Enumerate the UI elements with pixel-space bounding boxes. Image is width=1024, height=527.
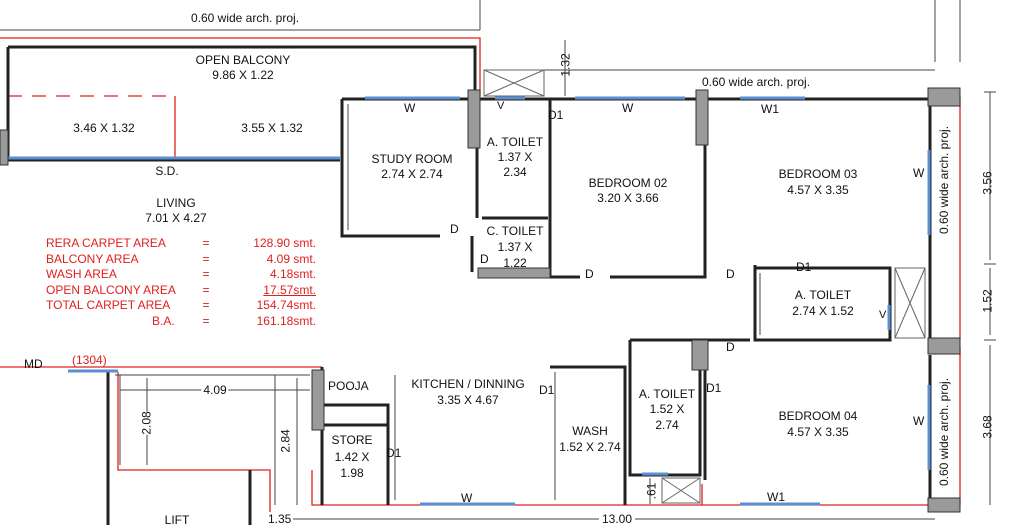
dim-13-00: 13.00 [598, 512, 636, 526]
dim-3-68: 3.68 [980, 415, 995, 439]
mark-w: W [913, 166, 925, 180]
sliding-door-label: S.D. [155, 164, 179, 178]
rera-label: RERA CARPET AREA [46, 236, 166, 250]
mark-w1: W1 [767, 490, 785, 504]
total-carpet-label: TOTAL CARPET AREA [46, 298, 171, 312]
store-size1: 1.42 X [334, 450, 370, 464]
toilet1-size1: 1.37 X [497, 150, 533, 164]
eq: = [202, 298, 210, 312]
ctoilet-size2: 1.22 [503, 256, 527, 270]
open-balcony-area-value: 17.57smt. [263, 282, 316, 297]
dim-3-56: 3.56 [980, 171, 995, 195]
mark-d: D [585, 267, 594, 281]
living-name: LIVING [156, 196, 196, 210]
dim-1-32: 1.32 [558, 53, 573, 77]
mark-d1: D1 [539, 383, 555, 397]
living-size: 7.01 X 4.27 [145, 211, 207, 225]
bedroom03-name: BEDROOM 03 [778, 167, 858, 181]
bedroom04-name: BEDROOM 04 [778, 409, 858, 423]
pooja-name: POOJA [328, 379, 369, 393]
wash-area-label: WASH AREA [46, 267, 117, 281]
mark-d: D [480, 252, 489, 266]
mark-d1: D1 [548, 108, 564, 122]
mark-w1: W1 [761, 102, 779, 116]
toilet3-name: A. TOILET [638, 387, 696, 401]
balcony-area-label: BALCONY AREA [46, 251, 139, 266]
balcony-left-size: 3.46 X 1.32 [73, 121, 135, 135]
red-boundary [0, 37, 961, 525]
mark-d: D [726, 267, 735, 281]
toilet3-size2: 2.74 [655, 418, 679, 432]
mark-d1: D1 [386, 446, 402, 460]
balcony-right-size: 3.55 X 1.32 [241, 121, 303, 135]
rera-value: 128.90 smt. [253, 236, 316, 250]
dim-2-84: 2.84 [278, 429, 293, 453]
toilet1-name: A. TOILET [486, 135, 544, 149]
mark-v: V [497, 100, 505, 112]
store-name: STORE [331, 433, 373, 447]
study-size: 2.74 X 2.74 [381, 167, 443, 181]
dim-4-09: 4.09 [201, 383, 229, 397]
ducts [483, 69, 926, 504]
lift-name: LIFT [164, 513, 190, 527]
area-summary: RERA CARPET AREA = 128.90 smt. BALCONY ARE… [46, 236, 316, 329]
bedroom03-size: 4.57 X 3.35 [787, 183, 849, 197]
wash-area-value: 4.18smt. [269, 267, 316, 281]
mark-md: MD [24, 357, 43, 371]
ba-value: 161.18smt. [256, 313, 316, 328]
mark-w: W [461, 491, 473, 505]
mark-d1: D1 [706, 381, 722, 395]
proj-label-right-lower: 0.60 wide arch. proj. [937, 377, 952, 487]
eq: = [202, 236, 210, 250]
mark-w: W [622, 101, 634, 115]
eq: = [202, 282, 210, 297]
mark-v: V [879, 309, 887, 321]
eq: = [202, 251, 210, 266]
toilet2-name: A. TOILET [794, 288, 852, 302]
ctoilet-size1: 1.37 X [497, 240, 533, 254]
wash-size: 1.52 X 2.74 [559, 440, 621, 454]
proj-label-top: 0.60 wide arch. proj. [190, 11, 300, 25]
open-balcony-area-label: OPEN BALCONY AREA [46, 282, 176, 297]
balcony-area-value: 4.09 smt. [266, 251, 316, 266]
study-name: STUDY ROOM [371, 152, 453, 166]
dim-1-52: 1.52 [980, 289, 995, 313]
eq: = [202, 313, 210, 328]
mark-d: D [726, 340, 735, 354]
store-size2: 1.98 [340, 466, 364, 480]
bedroom02-size: 3.20 X 3.66 [597, 191, 659, 205]
bedroom02-name: BEDROOM 02 [588, 176, 668, 190]
columns [0, 87, 961, 513]
mark-d1: D1 [796, 260, 812, 274]
wash-name: WASH [572, 424, 608, 438]
toilet1-size2: 2.34 [503, 165, 527, 179]
toilet3-size1: 1.52 X [649, 402, 685, 416]
eq: = [202, 267, 210, 281]
kitchen-name: KITCHEN / DINNING [411, 377, 525, 391]
windows [8, 96, 931, 506]
mark-d: D [450, 222, 459, 236]
open-balcony-size: 9.86 X 1.22 [212, 68, 274, 82]
dim-0-61: .61 [644, 482, 659, 500]
toilet2-size: 2.74 X 1.52 [792, 304, 854, 318]
ctoilet-name: C. TOILET [486, 224, 544, 238]
bedroom04-size: 4.57 X 3.35 [787, 425, 849, 439]
dim-2-08: 2.08 [139, 411, 154, 435]
walls [6, 45, 932, 525]
proj-label-mid: 0.60 wide arch. proj. [701, 75, 811, 89]
open-balcony-name: OPEN BALCONY [195, 53, 291, 67]
mark-w: W [913, 414, 925, 428]
outer-frame [0, 0, 961, 71]
total-carpet-value: 154.74smt. [256, 298, 316, 312]
ba-label: B.A. [152, 313, 175, 328]
proj-label-right-upper: 0.60 wide arch. proj. [937, 125, 952, 235]
kitchen-size: 3.35 X 4.67 [437, 393, 499, 407]
mark-w: W [404, 101, 416, 115]
unit-number: (1304) [72, 353, 107, 367]
dim-1-35: 1.35 [266, 512, 294, 526]
